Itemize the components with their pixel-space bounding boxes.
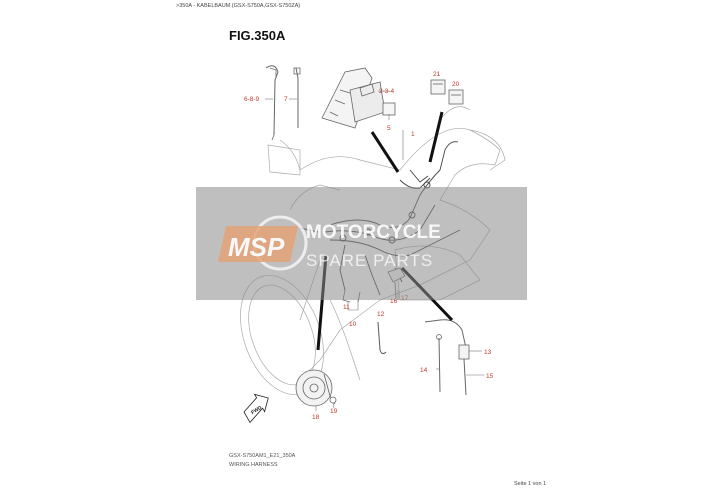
cable-tie-6-8-9[interactable]: [265, 65, 279, 141]
sensor-cable[interactable]: [424, 319, 470, 396]
relay-cluster[interactable]: [321, 67, 396, 129]
callout-10[interactable]: 10: [349, 321, 357, 328]
callout-11[interactable]: 11: [343, 304, 350, 311]
callout-13[interactable]: 13: [484, 349, 492, 356]
leader-lines: [265, 90, 484, 411]
watermark-logo-text: MSP: [228, 232, 285, 262]
callout-15[interactable]: 15: [486, 373, 494, 380]
callout-16[interactable]: 16: [390, 298, 398, 305]
callout-20[interactable]: 20: [452, 81, 460, 88]
callout-12[interactable]: 12: [377, 311, 385, 318]
callout-1[interactable]: 1: [411, 131, 415, 138]
horn[interactable]: [295, 369, 337, 407]
callout-5[interactable]: 5: [387, 125, 391, 132]
watermark-line2: SPARE PARTS: [306, 251, 433, 270]
callout-2-3-4[interactable]: 2-3-4: [379, 88, 395, 95]
watermark-logo: MSP: [218, 215, 308, 271]
callout-14[interactable]: 14: [420, 367, 428, 374]
connector-21[interactable]: [430, 79, 446, 95]
cable-tie-7[interactable]: [293, 67, 301, 128]
callout-18[interactable]: 18: [312, 414, 320, 421]
forward-direction-marker: FWD: [243, 393, 269, 424]
figure-title: FIG.350A: [229, 28, 286, 43]
fwd-label: FWD: [250, 405, 263, 416]
breadcrumb[interactable]: >350A - KABELBAUM (GSX-S750A,GSX-S750ZA): [176, 3, 301, 9]
watermark-line1: MOTORCYCLE: [306, 222, 441, 243]
callout-7[interactable]: 7: [284, 96, 288, 103]
callout-6-8-9[interactable]: 6-8-9: [244, 96, 260, 103]
page-number: Seite 1 von 1: [514, 481, 547, 487]
callout-21[interactable]: 21: [433, 71, 441, 78]
drawing-code: GSX-S750AM1_E21_350A: [229, 453, 296, 459]
callout-19[interactable]: 19: [330, 408, 338, 415]
drawing-caption: WIRING HARNESS: [229, 462, 278, 468]
watermark: MSP MOTORCYCLE SPARE PARTS: [196, 187, 527, 300]
connector-20[interactable]: [448, 89, 464, 105]
cable-12[interactable]: [377, 321, 387, 355]
